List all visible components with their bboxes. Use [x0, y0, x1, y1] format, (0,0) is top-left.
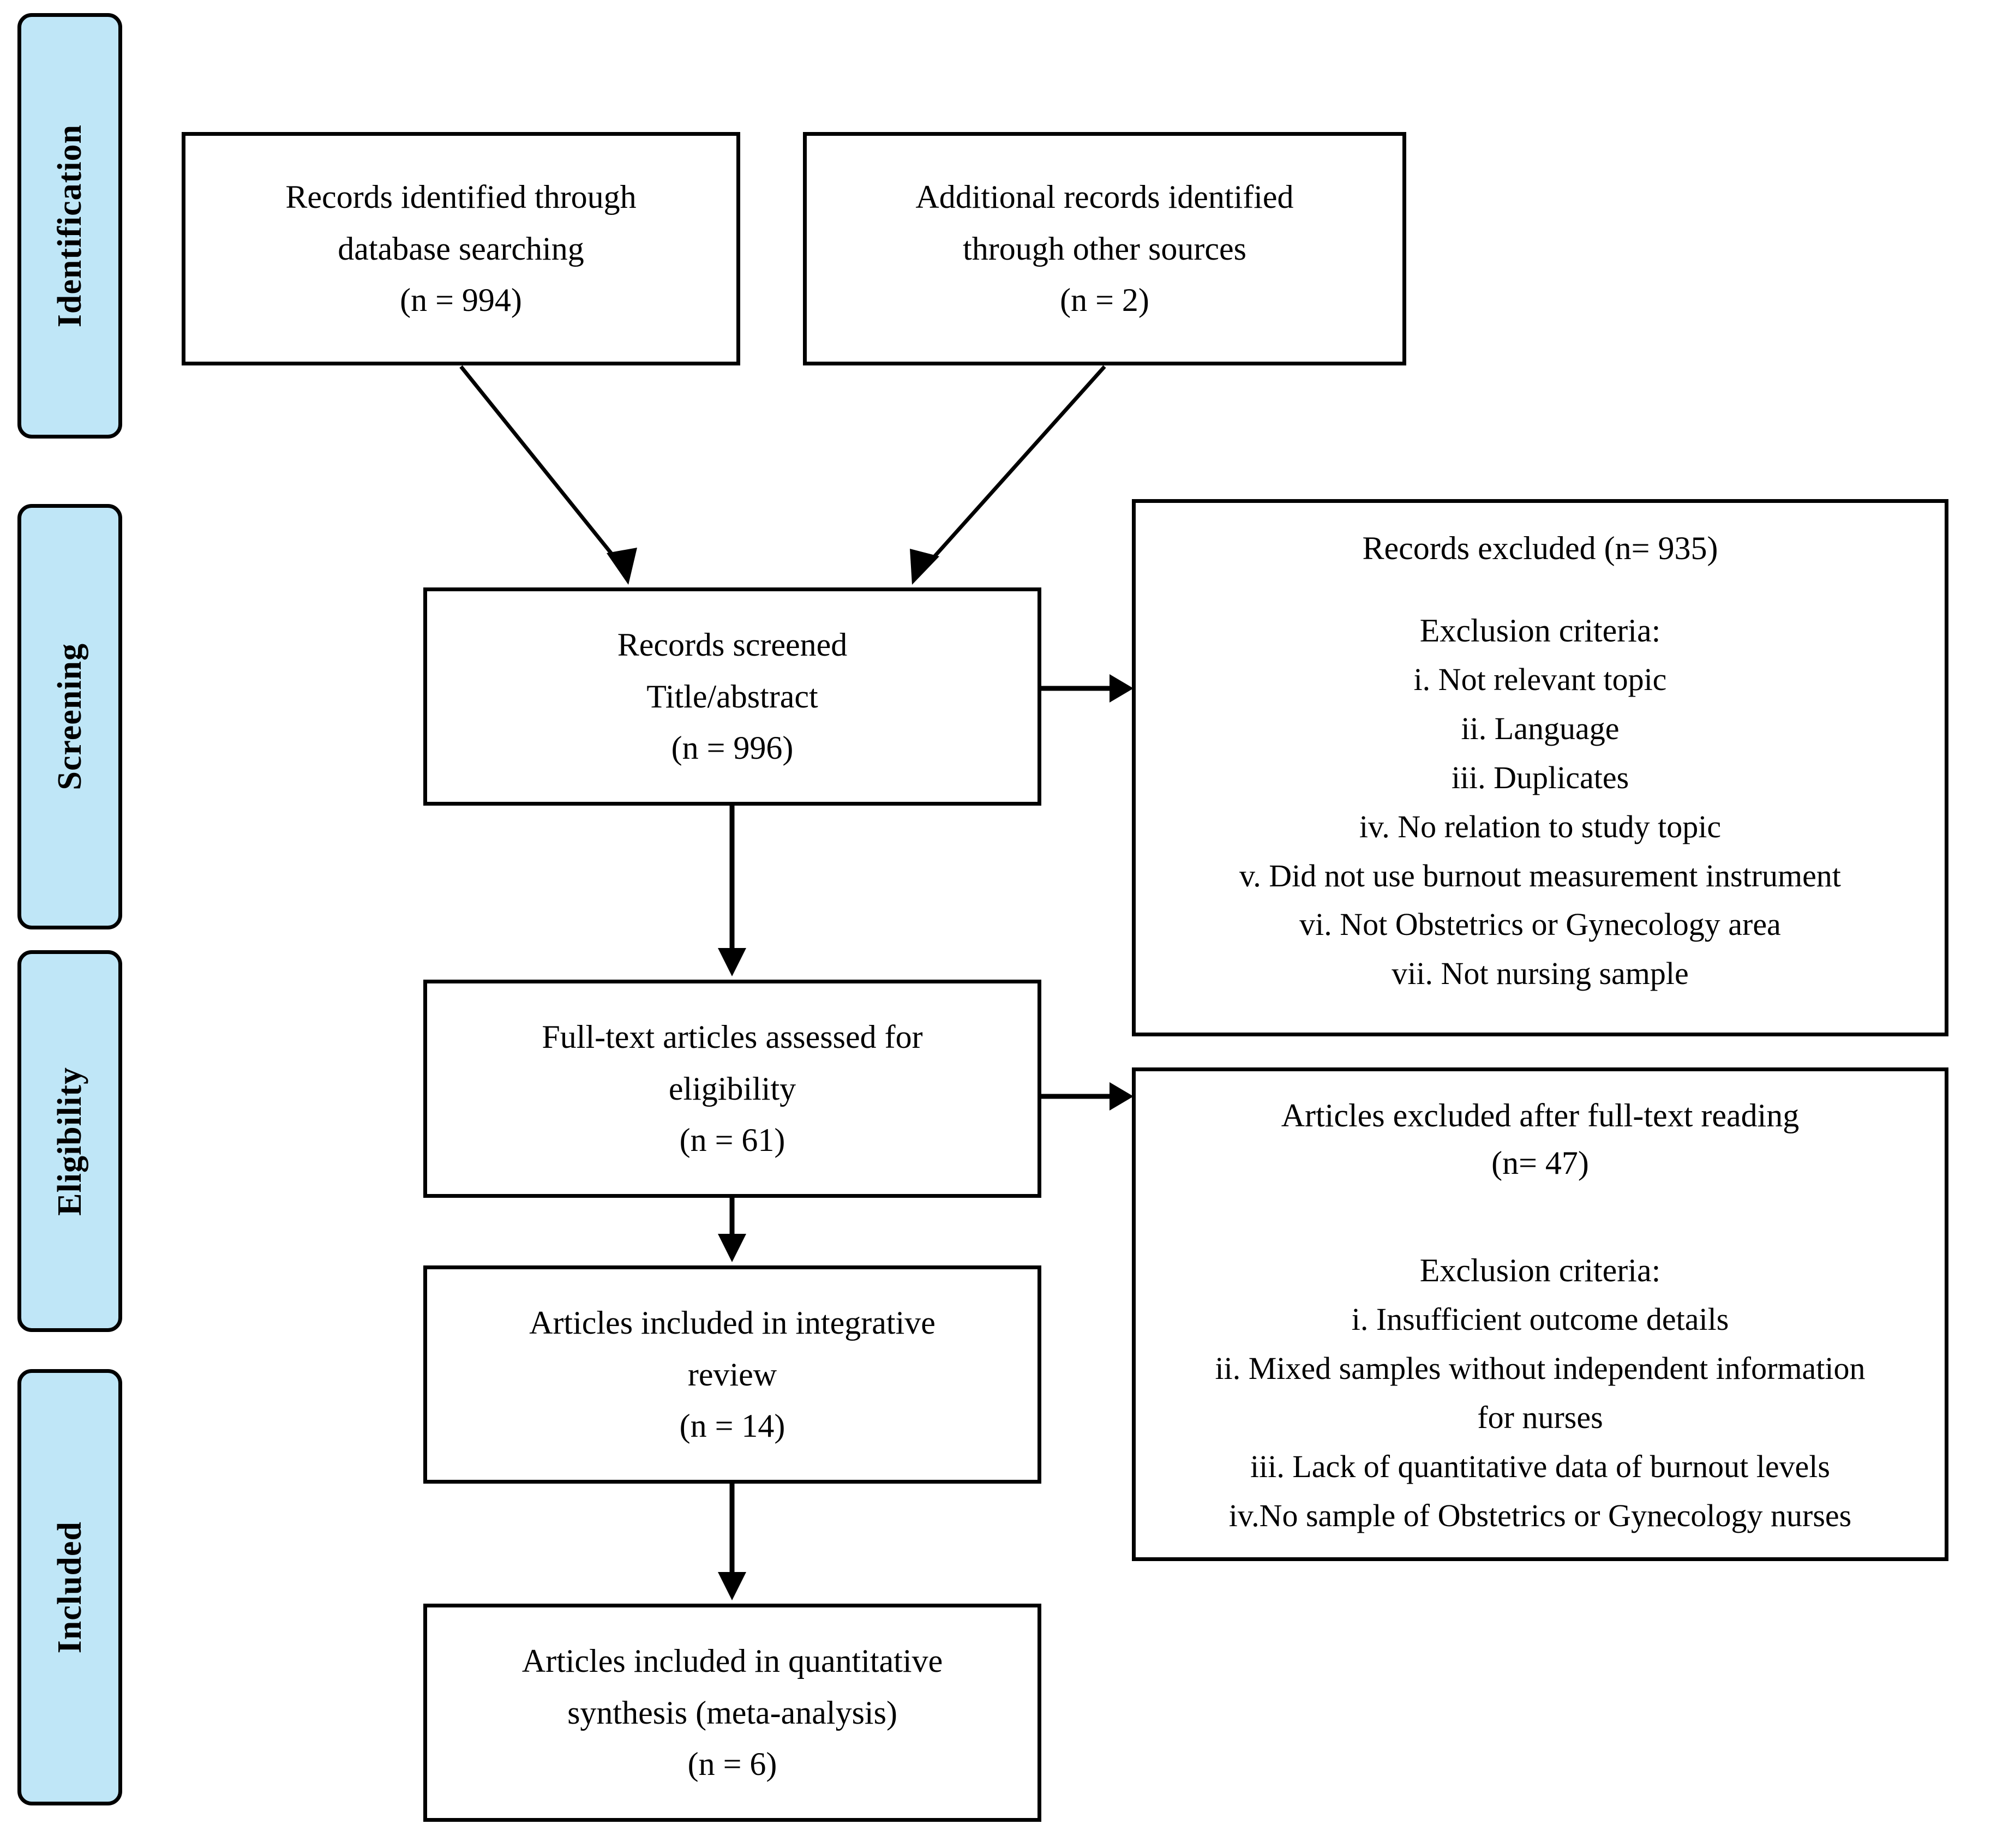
exclusion-criterion: ii. Mixed samples without independent in…: [1215, 1350, 1866, 1386]
arrowhead-icon: [718, 948, 746, 976]
arrow-other-sources-to-screened: [910, 365, 1106, 585]
box-line-count: (n = 6): [687, 1746, 777, 1783]
box-line-1: Full-text articles assessed for: [542, 1018, 923, 1055]
box-line-count: (n = 14): [679, 1408, 785, 1444]
arrow-screened-to-fulltext: [718, 806, 746, 976]
arrow-screened-to-records-excluded: [1041, 674, 1134, 703]
records-excluded-header: Records excluded (n= 935): [1362, 530, 1718, 566]
arrow-db-search-to-screened: [459, 365, 637, 585]
exclusion-criterion: i. Insufficient outcome details: [1351, 1301, 1729, 1337]
stage-pill-eligibility: Eligibility: [17, 950, 122, 1332]
arrow-fulltext-to-integrative-review: [718, 1198, 746, 1262]
exclusion-criterion: i. Not relevant topic: [1413, 662, 1667, 697]
arrowhead-icon: [718, 1234, 746, 1262]
arrow-integrative-to-quantitative-synthesis: [718, 1484, 746, 1600]
box-articles-included-quantitative-synthesis: Articles included in quantitative synthe…: [423, 1604, 1041, 1822]
box-line-1: Articles included in integrative: [529, 1304, 935, 1341]
exclusion-criterion-continued: for nurses: [1477, 1399, 1603, 1435]
box-line-1: Articles included in quantitative: [521, 1642, 943, 1679]
stage-pill-included: Included: [17, 1369, 122, 1805]
box-line-count: (n = 996): [671, 730, 794, 766]
box-line-2: review: [687, 1356, 777, 1393]
arrowhead-icon: [718, 1572, 746, 1600]
exclusion-criteria-title: Exclusion criteria:: [1419, 1252, 1661, 1288]
box-additional-records-other-sources: Additional records identified through ot…: [803, 132, 1406, 365]
arrowhead-icon: [1110, 674, 1134, 703]
box-articles-excluded-fulltext: Articles excluded after full-text readin…: [1132, 1067, 1948, 1561]
box-records-identified-database: Records identified through database sear…: [182, 132, 740, 365]
stage-pill-identification: Identification: [17, 13, 122, 439]
box-articles-included-integrative-review: Articles included in integrative review …: [423, 1265, 1041, 1484]
stage-pill-screening: Screening: [17, 504, 122, 929]
articles-excluded-header-count: (n= 47): [1491, 1145, 1589, 1181]
box-records-screened: Records screened Title/abstract (n = 996…: [423, 587, 1041, 806]
box-line-1: Records identified through: [285, 178, 637, 215]
arrowhead-icon: [607, 548, 637, 585]
exclusion-criterion: vii. Not nursing sample: [1392, 956, 1689, 992]
exclusion-criterion: iii. Lack of quantitative data of burnou…: [1250, 1448, 1830, 1484]
arrowhead-icon: [910, 549, 939, 585]
arrow-fulltext-to-articles-excluded: [1041, 1082, 1134, 1111]
box-line-1: Records screened: [617, 626, 848, 663]
exclusion-criterion: iii. Duplicates: [1451, 759, 1629, 795]
box-records-excluded: Records excluded (n= 935) Exclusion crit…: [1132, 499, 1948, 1036]
box-line-count: (n = 2): [1060, 282, 1149, 319]
box-line-2: eligibility: [668, 1070, 796, 1107]
exclusion-criterion: iv. No relation to study topic: [1359, 808, 1722, 844]
exclusion-criterion: vi. Not Obstetrics or Gynecology area: [1299, 907, 1781, 943]
box-line-count: (n = 994): [400, 282, 522, 319]
box-fulltext-articles-assessed: Full-text articles assessed for eligibil…: [423, 980, 1041, 1198]
box-line-2: Title/abstract: [646, 678, 818, 715]
box-line-2: synthesis (meta-analysis): [567, 1694, 897, 1731]
exclusion-criterion: ii. Language: [1461, 710, 1620, 746]
box-line-count: (n = 61): [679, 1122, 785, 1159]
box-line-2: database searching: [338, 230, 584, 267]
arrowhead-icon: [1110, 1082, 1134, 1111]
box-line-2: through other sources: [963, 230, 1246, 267]
articles-excluded-header-line-1: Articles excluded after full-text readin…: [1281, 1097, 1800, 1133]
exclusion-criterion: iv.No sample of Obstetrics or Gynecology…: [1228, 1497, 1852, 1533]
exclusion-criteria-title: Exclusion criteria:: [1419, 613, 1661, 649]
exclusion-criterion: v. Did not use burnout measurement instr…: [1239, 857, 1841, 893]
box-line-1: Additional records identified: [915, 178, 1294, 215]
